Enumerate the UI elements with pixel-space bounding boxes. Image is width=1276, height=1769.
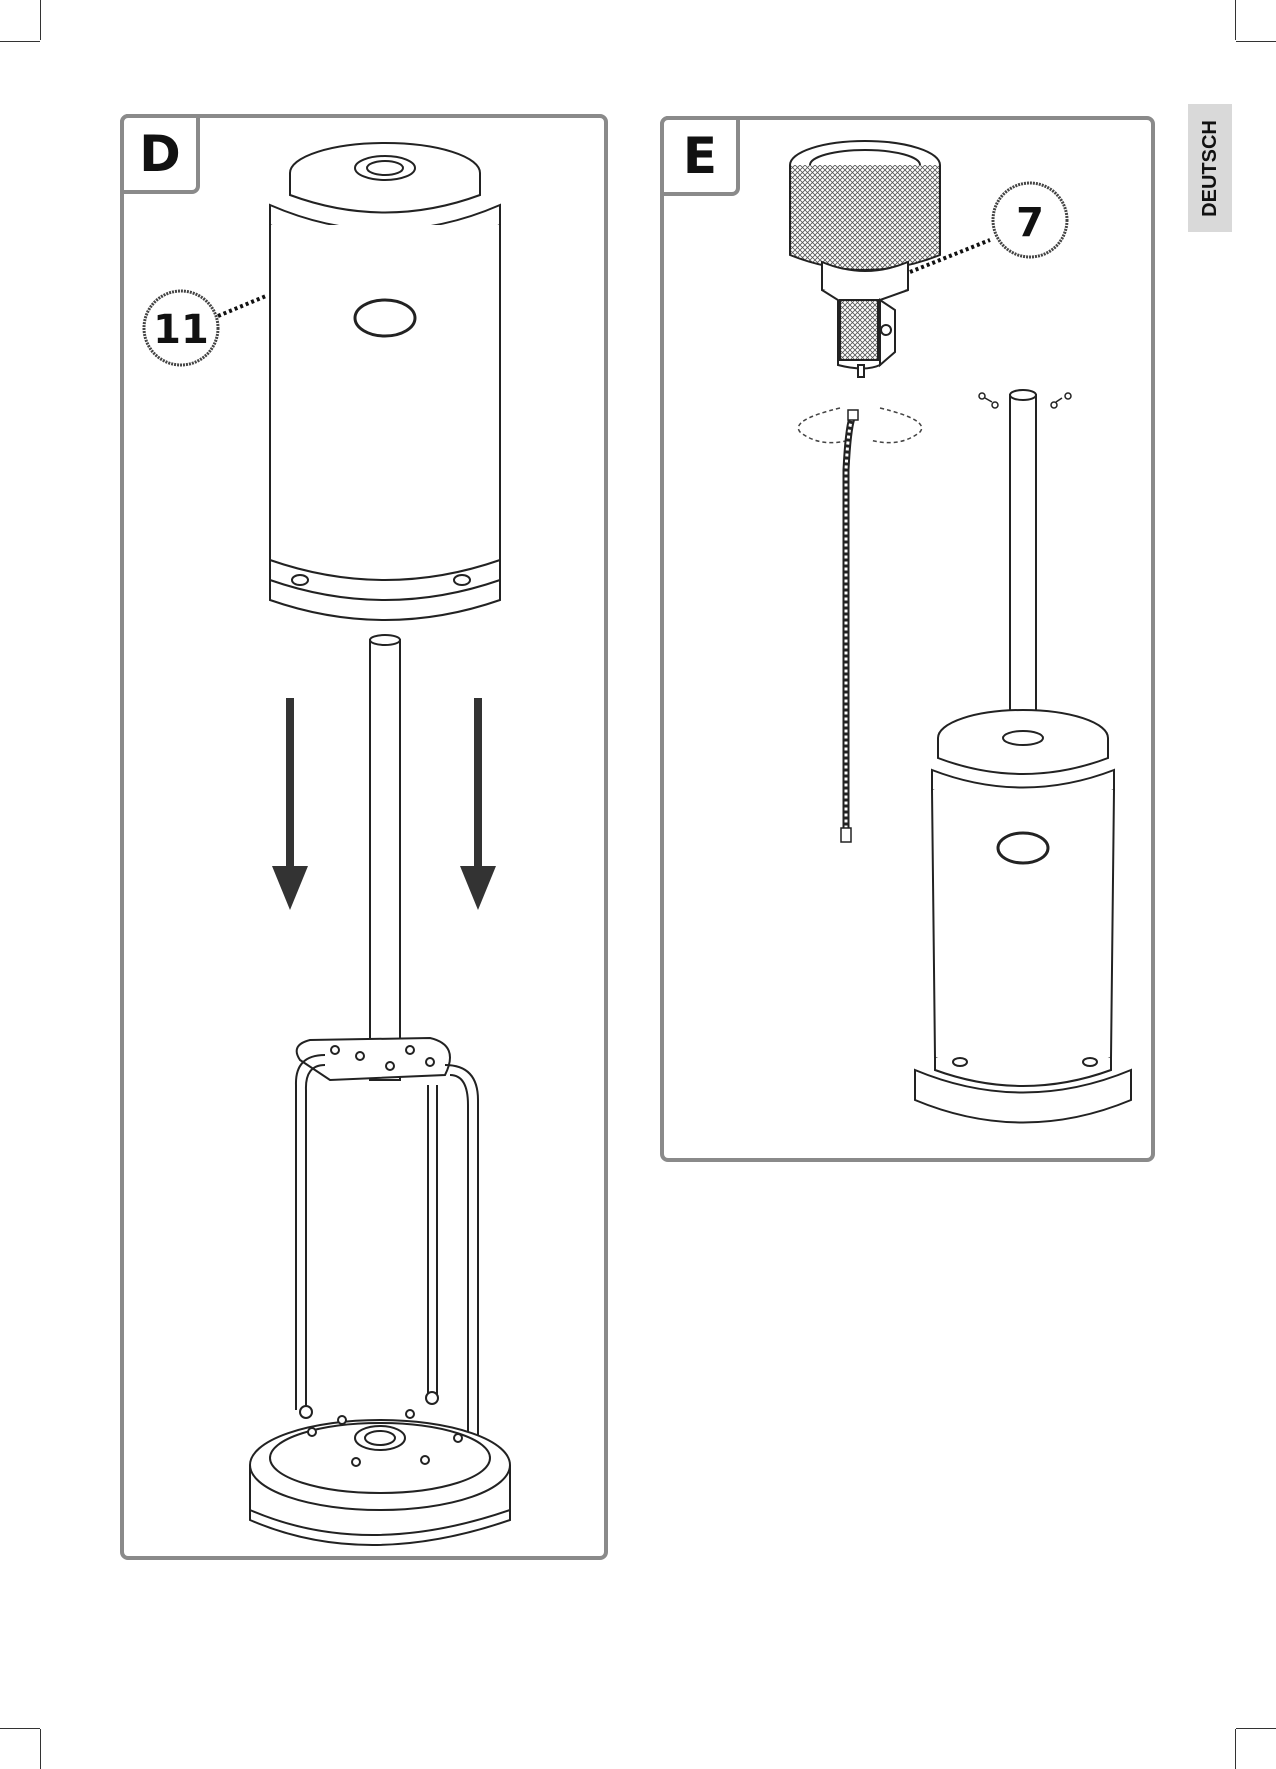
callout-11: 11 [144, 291, 266, 365]
down-arrow-icon [460, 698, 496, 910]
pole-d [370, 635, 400, 1080]
gas-hose [841, 410, 858, 842]
callout-7-label: 7 [1016, 200, 1044, 246]
callout-11-label: 11 [153, 307, 209, 353]
burner-head-e [790, 141, 940, 377]
heater-housing-d [270, 143, 500, 620]
down-arrow-icon [272, 698, 308, 910]
rotate-arrow-icon [798, 408, 921, 443]
support-frame-d [296, 1038, 478, 1450]
base-d [250, 1392, 510, 1545]
heater-body-e [915, 390, 1131, 1123]
